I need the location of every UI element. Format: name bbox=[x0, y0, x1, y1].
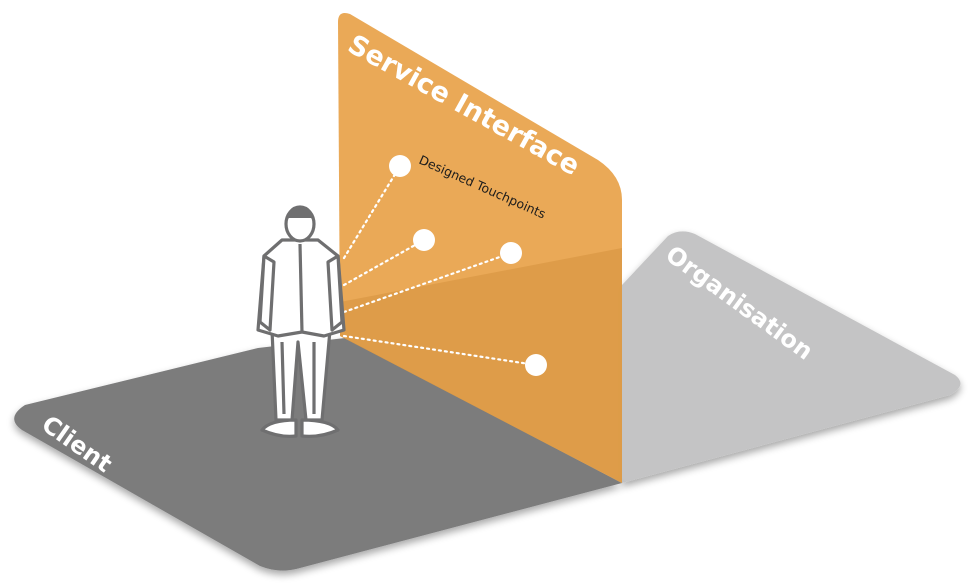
organisation-plane bbox=[622, 231, 961, 483]
person-figure-icon bbox=[256, 205, 346, 438]
touchpoint-connectors bbox=[342, 164, 538, 367]
touchpoint-1 bbox=[389, 155, 411, 177]
touchpoint-2 bbox=[413, 229, 435, 251]
connector-3 bbox=[342, 251, 513, 314]
touchpoint-3 bbox=[500, 242, 522, 264]
client-plane bbox=[14, 338, 622, 571]
connector-1 bbox=[342, 164, 402, 260]
connector-4 bbox=[342, 334, 538, 367]
panel-lower-shade bbox=[340, 248, 622, 483]
touchpoint-4 bbox=[525, 354, 547, 376]
